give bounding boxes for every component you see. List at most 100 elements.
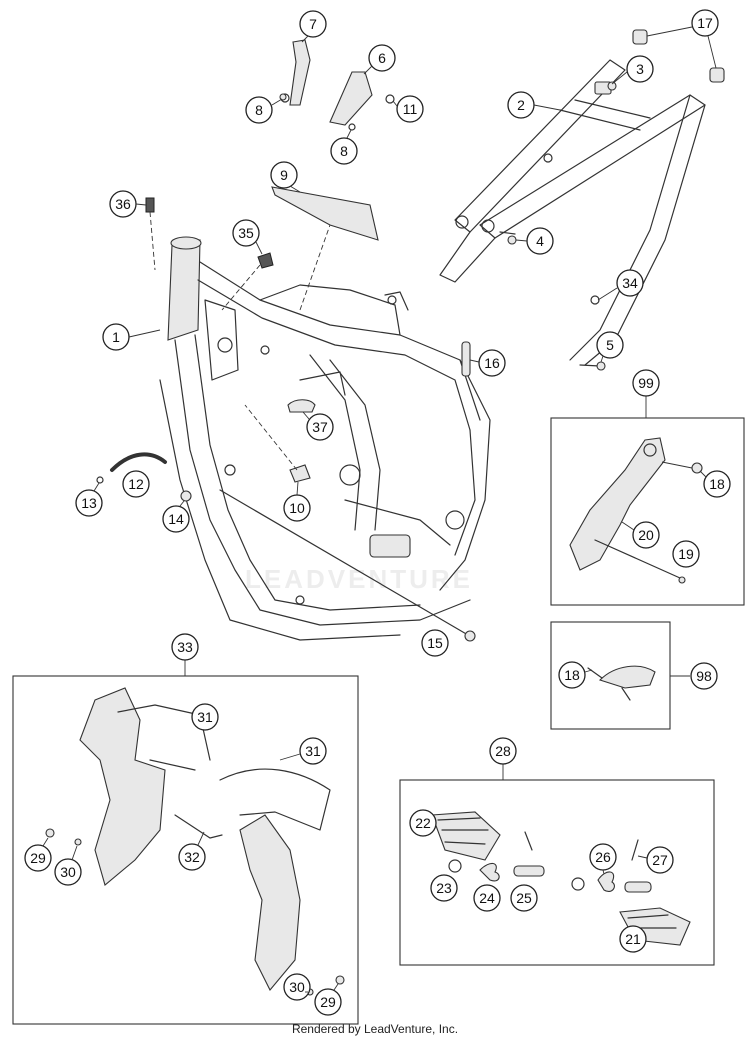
- svg-text:7: 7: [309, 16, 317, 32]
- svg-text:5: 5: [606, 337, 614, 353]
- svg-text:19: 19: [678, 546, 694, 562]
- main-frame-drawing: [159, 236, 491, 641]
- callout-29a: 29: [24, 844, 52, 872]
- callout-31b: 31: [299, 737, 327, 765]
- callout-16: 16: [478, 349, 506, 377]
- callout-30a: 30: [54, 858, 82, 886]
- callout-15: 15: [421, 629, 449, 657]
- svg-text:31: 31: [197, 709, 213, 725]
- callout-35: 35: [232, 219, 260, 247]
- callout-29b: 29: [314, 988, 342, 1016]
- callout-30b: 30: [283, 973, 311, 1001]
- svg-text:33: 33: [177, 639, 193, 655]
- callout-9: 9: [270, 161, 298, 189]
- svg-text:24: 24: [479, 890, 495, 906]
- callout-31a: 31: [191, 703, 219, 731]
- svg-text:15: 15: [427, 635, 443, 651]
- callout-37: 37: [306, 413, 334, 441]
- svg-text:18: 18: [709, 476, 725, 492]
- kit-28-box: [399, 779, 715, 966]
- callout-3: 3: [626, 55, 654, 83]
- callout-32: 32: [178, 843, 206, 871]
- kit-98-drawing: [587, 665, 656, 701]
- callout-98: 98: [690, 662, 718, 690]
- svg-text:4: 4: [536, 233, 544, 249]
- callout-24: 24: [473, 884, 501, 912]
- callout-22: 22: [409, 809, 437, 837]
- svg-text:99: 99: [638, 375, 654, 391]
- svg-text:37: 37: [312, 419, 328, 435]
- svg-text:98: 98: [696, 668, 712, 684]
- callout-2: 2: [507, 91, 535, 119]
- callout-20: 20: [632, 521, 660, 549]
- svg-text:29: 29: [320, 994, 336, 1010]
- svg-text:30: 30: [60, 864, 76, 880]
- svg-text:30: 30: [289, 979, 305, 995]
- callout-4: 4: [526, 227, 554, 255]
- callout-19: 19: [672, 540, 700, 568]
- svg-text:21: 21: [625, 931, 641, 947]
- svg-text:28: 28: [495, 743, 511, 759]
- callout-18b: 18: [558, 661, 586, 689]
- kit-33-drawing: [45, 687, 345, 996]
- kit-98-box: [550, 621, 671, 730]
- callout-8a: 8: [245, 96, 273, 124]
- svg-text:20: 20: [638, 527, 654, 543]
- callout-25: 25: [510, 884, 538, 912]
- svg-text:29: 29: [30, 850, 46, 866]
- callout-27: 27: [646, 846, 674, 874]
- callout-5: 5: [596, 331, 624, 359]
- callout-1: 1: [102, 323, 130, 351]
- callout-14: 14: [162, 505, 190, 533]
- svg-text:34: 34: [622, 275, 638, 291]
- callout-23: 23: [430, 874, 458, 902]
- svg-text:18: 18: [564, 667, 580, 683]
- svg-text:3: 3: [636, 61, 644, 77]
- svg-text:16: 16: [484, 355, 500, 371]
- hardware-drawings: [96, 39, 617, 642]
- subframe-drawing: [439, 29, 725, 367]
- callout-6: 6: [368, 44, 396, 72]
- svg-text:1: 1: [112, 329, 120, 345]
- kit-28-drawing: [431, 811, 691, 946]
- callout-7: 7: [299, 10, 327, 38]
- svg-text:22: 22: [415, 815, 431, 831]
- callout-8b: 8: [330, 137, 358, 165]
- svg-text:11: 11: [403, 101, 418, 117]
- svg-text:31: 31: [305, 743, 321, 759]
- callout-36: 36: [109, 190, 137, 218]
- callout-11: 11: [396, 95, 424, 123]
- svg-text:2: 2: [517, 97, 525, 113]
- svg-text:27: 27: [652, 852, 668, 868]
- kit-33-box: [12, 675, 359, 1025]
- footer-credit: Rendered by LeadVenture, Inc.: [291, 1022, 459, 1036]
- svg-text:8: 8: [340, 143, 348, 159]
- callout-21: 21: [619, 925, 647, 953]
- svg-text:25: 25: [516, 890, 532, 906]
- svg-text:36: 36: [115, 196, 131, 212]
- callout-10: 10: [283, 494, 311, 522]
- svg-text:17: 17: [697, 15, 713, 31]
- callout-12: 12: [122, 470, 150, 498]
- svg-text:9: 9: [280, 167, 288, 183]
- svg-text:8: 8: [255, 102, 263, 118]
- callout-26: 26: [589, 843, 617, 871]
- svg-text:6: 6: [378, 50, 386, 66]
- callout-17: 17: [691, 9, 719, 37]
- svg-text:14: 14: [168, 511, 184, 527]
- svg-text:26: 26: [595, 849, 611, 865]
- svg-text:35: 35: [238, 225, 254, 241]
- callout-34: 34: [616, 269, 644, 297]
- kit-99-drawing: [569, 437, 703, 584]
- watermark: LEADVENTURE: [245, 564, 473, 594]
- svg-text:32: 32: [184, 849, 200, 865]
- callout-33: 33: [171, 633, 199, 661]
- callout-28: 28: [489, 737, 517, 765]
- svg-text:23: 23: [436, 880, 452, 896]
- callout-13: 13: [75, 489, 103, 517]
- svg-text:10: 10: [289, 500, 305, 516]
- kit-99-box: [550, 417, 745, 606]
- svg-text:13: 13: [81, 495, 97, 511]
- svg-text:12: 12: [128, 476, 144, 492]
